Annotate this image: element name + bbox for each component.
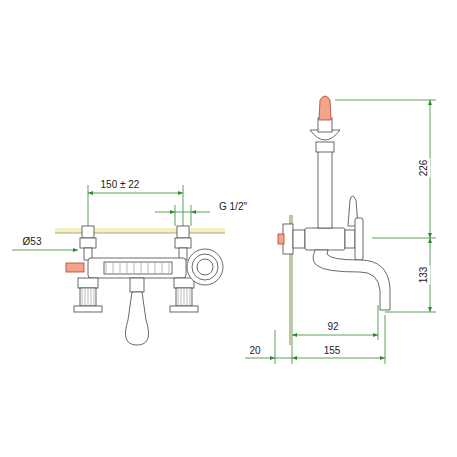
knurl-stroke <box>82 289 83 305</box>
knurl-stroke <box>94 289 95 305</box>
knurl-stroke <box>106 263 107 273</box>
knurl-stroke <box>88 289 89 305</box>
dimension-label: 155 <box>323 345 342 357</box>
knurl-stroke <box>190 289 191 305</box>
dimension-label: 133 <box>418 266 430 285</box>
dimension-label: 150 ± 22 <box>100 179 141 191</box>
thread-label: G 1/2" <box>218 201 248 213</box>
knurl-stroke <box>134 263 135 273</box>
knurl-stroke <box>85 289 86 305</box>
knurl-stroke <box>127 263 128 273</box>
diameter-label: Ø53 <box>22 236 43 248</box>
knurl-stroke <box>91 289 92 305</box>
knurl-stroke <box>148 263 149 273</box>
knurl-stroke <box>187 289 188 305</box>
knurl-stroke <box>184 289 185 305</box>
dimension-label: 92 <box>326 321 339 333</box>
knurl-stroke <box>113 263 114 273</box>
knurl-stroke <box>181 289 182 305</box>
knurl-stroke <box>120 263 121 273</box>
knurl-stroke <box>141 263 142 273</box>
knurl-stroke <box>169 263 170 273</box>
knurl-stroke <box>155 263 156 273</box>
dimension-label: 20 <box>248 345 261 357</box>
knurl-stroke <box>178 289 179 305</box>
dimension-label: 226 <box>418 159 430 178</box>
knurl-stroke <box>162 263 163 273</box>
